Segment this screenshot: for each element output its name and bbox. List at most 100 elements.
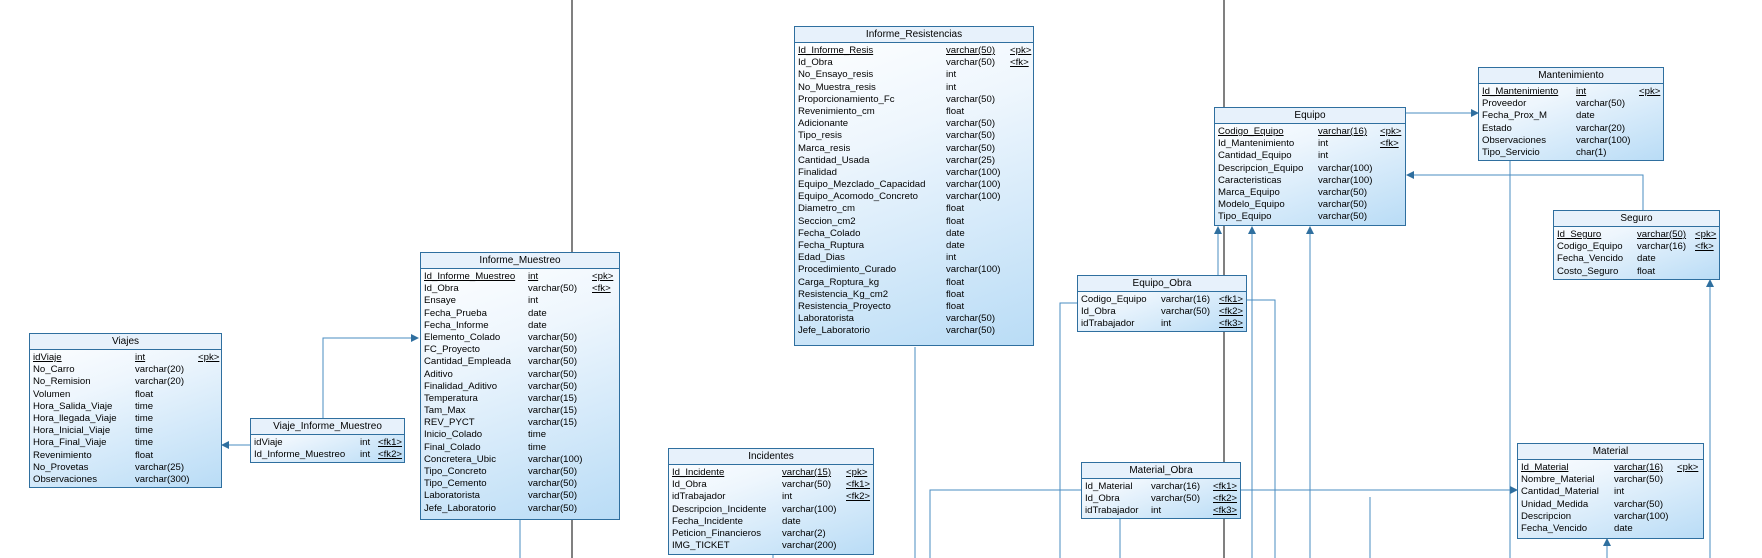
attribute-row[interactable]: Laboratoristavarchar(50) (798, 313, 1030, 325)
entity-incidentes[interactable]: Incidentes Id_Incidentevarchar(15)<pk>Id… (668, 448, 874, 555)
attribute-row[interactable]: idTrabajadorint<fk2> (672, 491, 870, 503)
attribute-row[interactable]: Inicio_Coladotime (424, 429, 616, 441)
attribute-row[interactable]: No_Muestra_resisint (798, 82, 1030, 94)
attribute-row[interactable]: Tipo_Cementovarchar(50) (424, 478, 616, 490)
attribute-row[interactable]: Tipo_Concretovarchar(50) (424, 466, 616, 478)
attribute-row[interactable]: Descripcionvarchar(100) (1521, 511, 1700, 523)
attribute-row[interactable]: Finalidad_Aditivovarchar(50) (424, 381, 616, 393)
entity-viaje-informe-muestreo[interactable]: Viaje_Informe_Muestreo idViajeint<fk1>Id… (250, 418, 405, 463)
attribute-row[interactable]: Cantidad_Materialint (1521, 486, 1700, 498)
attribute-row[interactable]: idViajeint<pk> (33, 352, 219, 364)
attribute-row[interactable]: No_Provetasvarchar(25) (33, 462, 218, 474)
attribute-row[interactable]: No_Carrovarchar(20) (33, 364, 218, 376)
attribute-row[interactable]: Laboratoristavarchar(50) (424, 490, 616, 502)
attribute-row[interactable]: Seccion_cm2float (798, 216, 1030, 228)
attribute-row[interactable]: Id_Obravarchar(50)<fk2> (1081, 306, 1243, 318)
attribute-row[interactable]: Jefe_Laboratoriovarchar(50) (798, 325, 1030, 337)
attribute-row[interactable]: idTrabajadorint<fk3> (1085, 505, 1237, 517)
attribute-row[interactable]: Resistencia_Proyectofloat (798, 301, 1030, 313)
attribute-row[interactable]: REV_PYCTvarchar(15) (424, 417, 616, 429)
attribute-row[interactable]: Id_Informe_Muestreoint<fk2> (254, 449, 402, 461)
entity-material[interactable]: Material Id_Materialvarchar(16)<pk>Nombr… (1517, 443, 1704, 539)
attribute-row[interactable]: Observacionesvarchar(100) (1482, 135, 1660, 147)
attribute-row[interactable]: Id_Mantenimientoint<pk> (1482, 86, 1660, 98)
attribute-row[interactable]: Id_Informe_Resisvarchar(50)<pk> (798, 45, 1031, 57)
attribute-row[interactable]: Procedimiento_Curadovarchar(100) (798, 264, 1030, 276)
attribute-row[interactable]: Id_Informe_Muestreoint<pk> (424, 271, 616, 283)
attribute-row[interactable]: Codigo_Equipovarchar(16)<pk> (1218, 126, 1402, 138)
entity-viajes[interactable]: Viajes idViajeint<pk>No_Carrovarchar(20)… (29, 333, 222, 488)
attribute-row[interactable]: Id_Materialvarchar(16)<pk> (1521, 462, 1700, 474)
attribute-row[interactable]: Id_Obravarchar(50)<fk> (424, 283, 616, 295)
attribute-row[interactable]: Codigo_Equipovarchar(16)<fk1> (1081, 294, 1243, 306)
entity-material-obra[interactable]: Material_Obra Id_Materialvarchar(16)<fk1… (1081, 462, 1241, 519)
attribute-row[interactable]: Finalidadvarchar(100) (798, 167, 1030, 179)
attribute-row[interactable]: Hora_llegada_Viajetime (33, 413, 218, 425)
attribute-row[interactable]: Resistencia_Kg_cm2float (798, 289, 1030, 301)
entity-equipo[interactable]: Equipo Codigo_Equipovarchar(16)<pk>Id_Ma… (1214, 107, 1406, 226)
attribute-row[interactable]: Ensayeint (424, 295, 616, 307)
attribute-row[interactable]: Cantidad_Usadavarchar(25) (798, 155, 1030, 167)
attribute-row[interactable]: Equipo_Mezclado_Capacidadvarchar(100) (798, 179, 1030, 191)
attribute-row[interactable]: Id_Incidentevarchar(15)<pk> (672, 467, 870, 479)
attribute-row[interactable]: Hora_Inicial_Viajetime (33, 425, 218, 437)
attribute-row[interactable]: Carga_Roptura_kgfloat (798, 277, 1030, 289)
attribute-row[interactable]: Marca_Equipovarchar(50) (1218, 187, 1402, 199)
attribute-row[interactable]: Tipo_Serviciochar(1) (1482, 147, 1660, 159)
attribute-row[interactable]: Elemento_Coladovarchar(50) (424, 332, 616, 344)
attribute-row[interactable]: Descripcion_Equipovarchar(100) (1218, 163, 1402, 175)
attribute-row[interactable]: Fecha_Prox_Mdate (1482, 110, 1660, 122)
attribute-row[interactable]: No_Remisionvarchar(20) (33, 376, 218, 388)
attribute-row[interactable]: Temperaturavarchar(15) (424, 393, 616, 405)
attribute-row[interactable]: Diametro_cmfloat (798, 203, 1030, 215)
attribute-row[interactable]: Id_Obravarchar(50)<fk> (798, 57, 1030, 69)
attribute-row[interactable]: Id_Obravarchar(50)<fk1> (672, 479, 870, 491)
attribute-row[interactable]: Revenimientofloat (33, 450, 218, 462)
attribute-row[interactable]: Descripcion_Incidentevarchar(100) (672, 504, 870, 516)
attribute-row[interactable]: Id_Obravarchar(50)<fk2> (1085, 493, 1237, 505)
attribute-row[interactable]: Marca_resisvarchar(50) (798, 143, 1030, 155)
attribute-row[interactable]: Fecha_Vencidodate (1521, 523, 1700, 535)
attribute-row[interactable]: Id_Materialvarchar(16)<fk1> (1085, 481, 1237, 493)
attribute-row[interactable]: Tam_Maxvarchar(15) (424, 405, 616, 417)
entity-equipo-obra[interactable]: Equipo_Obra Codigo_Equipovarchar(16)<fk1… (1077, 275, 1247, 332)
attribute-row[interactable]: Fecha_Informedate (424, 320, 616, 332)
entity-informe-resistencias[interactable]: Informe_Resistencias Id_Informe_Resisvar… (794, 26, 1034, 346)
attribute-row[interactable]: Estadovarchar(20) (1482, 123, 1660, 135)
attribute-row[interactable]: Tipo_resisvarchar(50) (798, 130, 1030, 142)
attribute-row[interactable]: Costo_Segurofloat (1557, 266, 1716, 278)
attribute-row[interactable]: Proporcionamiento_Fcvarchar(50) (798, 94, 1030, 106)
attribute-row[interactable]: idViajeint<fk1> (254, 437, 402, 449)
attribute-row[interactable]: Modelo_Equipovarchar(50) (1218, 199, 1402, 211)
entity-mantenimiento[interactable]: Mantenimiento Id_Mantenimientoint<pk>Pro… (1478, 67, 1664, 161)
attribute-row[interactable]: Id_Mantenimientoint<fk> (1218, 138, 1402, 150)
attribute-row[interactable]: Tipo_Equipovarchar(50) (1218, 211, 1402, 223)
attribute-row[interactable]: Fecha_Vencidodate (1557, 253, 1716, 265)
entity-seguro[interactable]: Seguro Id_Segurovarchar(50)<pk>Codigo_Eq… (1553, 210, 1720, 280)
attribute-row[interactable]: Revenimiento_cmfloat (798, 106, 1030, 118)
attribute-row[interactable]: Codigo_Equipovarchar(16)<fk> (1557, 241, 1716, 253)
attribute-row[interactable]: Adicionantevarchar(50) (798, 118, 1030, 130)
attribute-row[interactable]: Peticion_Financierosvarchar(2) (672, 528, 870, 540)
attribute-row[interactable]: Volumenfloat (33, 389, 218, 401)
entity-informe-muestreo[interactable]: Informe_Muestreo Id_Informe_Muestreoint<… (420, 252, 620, 520)
attribute-row[interactable]: FC_Proyectovarchar(50) (424, 344, 616, 356)
attribute-row[interactable]: Final_Coladotime (424, 442, 616, 454)
attribute-row[interactable]: Id_Segurovarchar(50)<pk> (1557, 229, 1716, 241)
attribute-row[interactable]: Proveedorvarchar(50) (1482, 98, 1660, 110)
attribute-row[interactable]: Hora_Final_Viajetime (33, 437, 218, 449)
attribute-row[interactable]: Caracteristicasvarchar(100) (1218, 175, 1402, 187)
attribute-row[interactable]: Equipo_Acomodo_Concretovarchar(100) (798, 191, 1030, 203)
attribute-row[interactable]: No_Ensayo_resisint (798, 69, 1030, 81)
attribute-row[interactable]: Fecha_Incidentedate (672, 516, 870, 528)
attribute-row[interactable]: Fecha_Coladodate (798, 228, 1030, 240)
attribute-row[interactable]: Aditivovarchar(50) (424, 369, 616, 381)
attribute-row[interactable]: idTrabajadorint<fk3> (1081, 318, 1243, 330)
attribute-row[interactable]: Hora_Salida_Viajetime (33, 401, 218, 413)
attribute-row[interactable]: Jefe_Laboratoriovarchar(50) (424, 503, 616, 515)
attribute-row[interactable]: Fecha_Rupturadate (798, 240, 1030, 252)
attribute-row[interactable]: Cantidad_Equipoint (1218, 150, 1402, 162)
attribute-row[interactable]: Concretera_Ubicvarchar(100) (424, 454, 616, 466)
attribute-row[interactable]: Observacionesvarchar(300) (33, 474, 218, 486)
attribute-row[interactable]: Nombre_Materialvarchar(50) (1521, 474, 1700, 486)
